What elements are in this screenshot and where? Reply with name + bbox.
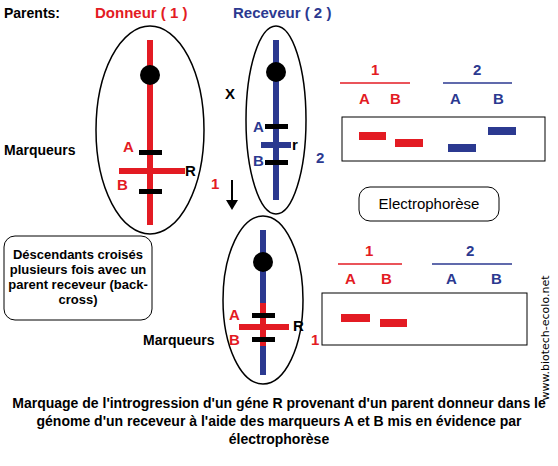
figure-caption: Marquage de l'introgression d'un géne R …: [2, 394, 556, 449]
heading-label: Parents:: [4, 6, 60, 21]
donor-chromosome-ellipse: A R B: [95, 25, 205, 235]
marker-bar: [252, 337, 275, 342]
method-box: Electrophorèse: [358, 186, 500, 222]
gel-bottom: [322, 264, 527, 345]
marker-letter: A: [253, 119, 264, 136]
watermark: www.biotech-ecolo.net: [540, 275, 552, 400]
arrow-line: [231, 180, 233, 201]
parent-number: 1: [211, 176, 219, 193]
gene-bar: [239, 324, 289, 330]
marker-letter: R: [293, 318, 304, 335]
markers-label: Marqueurs: [143, 333, 215, 348]
marker-bar: [252, 313, 275, 318]
chromatid-line: [260, 230, 266, 375]
gel-band: [395, 139, 423, 147]
header-rule: [432, 263, 512, 265]
lane-label: A: [359, 91, 370, 108]
chromosome-outline: [96, 26, 204, 234]
header-rule: [340, 82, 410, 84]
lane-label: B: [493, 91, 504, 108]
gene-bar: [261, 142, 291, 148]
lane-label: B: [381, 271, 392, 288]
receiver-chromosome-ellipse: ArB: [245, 25, 307, 215]
marker-letter: B: [253, 153, 264, 170]
markers-label: Marqueurs: [4, 143, 76, 158]
cross-symbol: X: [225, 86, 235, 103]
centromere: [140, 65, 160, 85]
offspring-chromosome-ellipse: A R B: [222, 215, 304, 385]
lane-label: B: [491, 271, 502, 288]
gel-band: [488, 127, 516, 135]
gel-band: [341, 314, 370, 322]
parent-label: Donneur ( 1 ): [95, 5, 188, 22]
lane-group-number: 1: [371, 62, 379, 79]
rounded-outline: [359, 187, 499, 221]
gel-frame: [322, 293, 527, 345]
header-rule: [338, 263, 402, 265]
chromosome-outline: [223, 216, 303, 384]
gel-top: [340, 83, 545, 161]
parent-number: 2: [316, 150, 324, 167]
marker-bar: [265, 160, 288, 165]
parent-label: Receveur ( 2 ): [233, 5, 331, 22]
chromosome-outline: [246, 26, 306, 214]
cross-arrow: [226, 180, 238, 210]
parent-number: 1: [311, 332, 319, 349]
backcross-box: Déscendants croisés plusieurs fois avec …: [3, 235, 153, 321]
lane-group-number: 1: [365, 243, 373, 260]
marker-bar: [265, 124, 288, 129]
receiver-chromosome: [261, 40, 291, 200]
rounded-outline: [4, 236, 152, 320]
marker-letter: B: [117, 177, 128, 194]
marker-letter: A: [229, 307, 240, 324]
donor-chromosome: [119, 40, 185, 225]
lane-label: B: [390, 91, 401, 108]
gel-band: [359, 132, 386, 140]
marker-letter: R: [185, 163, 196, 180]
marker-letter: A: [123, 139, 134, 156]
offspring-chromosome: [239, 230, 289, 375]
arrow-head: [226, 200, 238, 210]
lane-group-number: 2: [473, 62, 481, 79]
node-outline: [95, 25, 205, 235]
centromere: [266, 62, 286, 82]
gel-band: [448, 144, 476, 152]
marker-letter: r: [292, 137, 298, 154]
lane-label: A: [345, 271, 356, 288]
gel-band: [380, 319, 407, 327]
marker-bar: [139, 150, 162, 155]
gel-frame: [342, 117, 545, 161]
box-text: Electrophorèse: [362, 195, 496, 212]
lane-label: A: [450, 91, 461, 108]
lane-group-number: 2: [466, 243, 474, 260]
centromere: [253, 252, 273, 272]
marker-letter: B: [229, 332, 240, 349]
header-rule: [443, 82, 512, 84]
box-text: Déscendants croisés plusieurs fois avec …: [7, 248, 149, 308]
gene-bar: [119, 168, 185, 174]
node-outline: [222, 215, 304, 385]
lane-label: A: [446, 271, 457, 288]
marker-bar: [139, 189, 162, 194]
